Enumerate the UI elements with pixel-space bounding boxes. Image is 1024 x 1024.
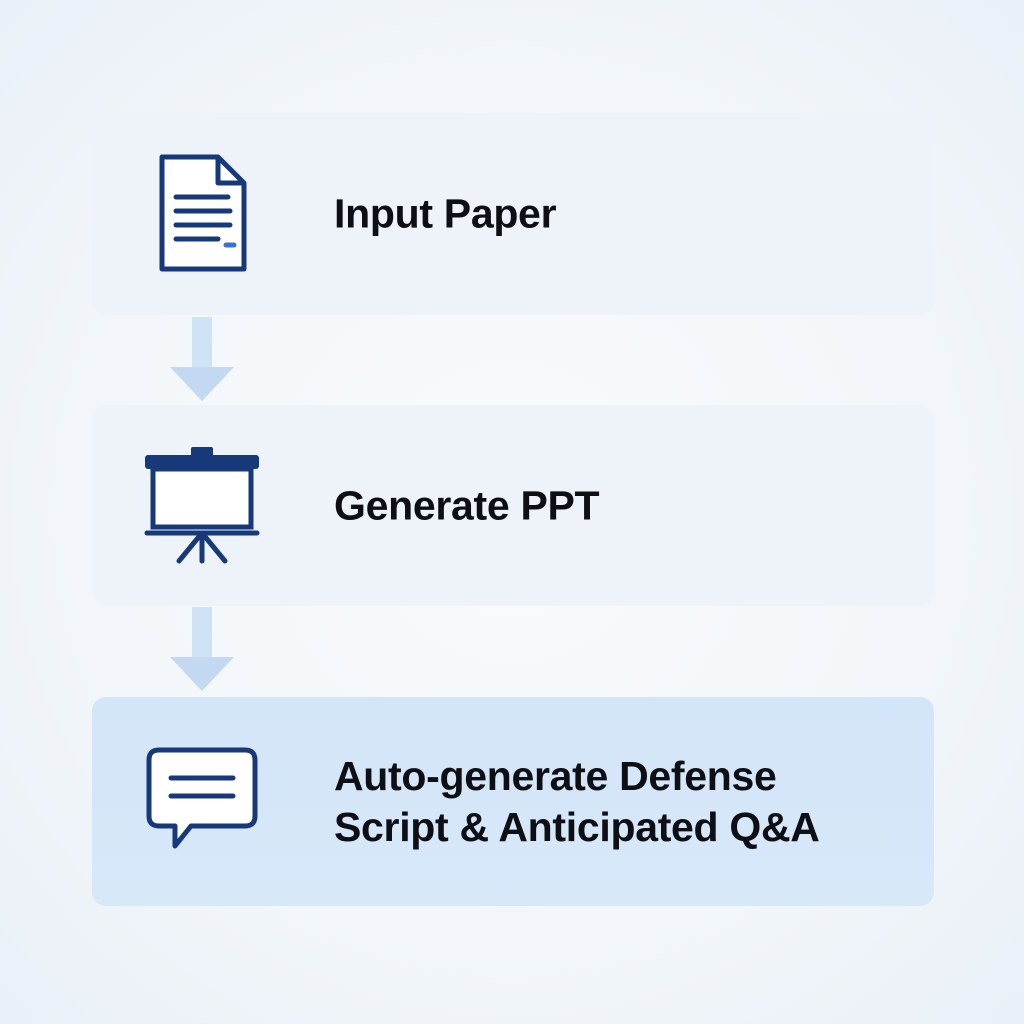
arrow-down-icon xyxy=(168,607,236,693)
chat-bubble-icon xyxy=(142,737,262,867)
presentation-board-icon xyxy=(142,441,262,571)
step-label: Auto-generate Defense Script & Anticipat… xyxy=(334,752,820,850)
document-icon xyxy=(142,149,262,279)
step-input-paper: Input Paper xyxy=(92,113,934,315)
arrow-down-icon xyxy=(168,317,236,403)
step-label: Generate PPT xyxy=(334,481,600,528)
step-defense-script-qa: Auto-generate Defense Script & Anticipat… xyxy=(92,697,934,906)
step-generate-ppt: Generate PPT xyxy=(92,405,934,606)
step-label: Input Paper xyxy=(334,190,557,237)
